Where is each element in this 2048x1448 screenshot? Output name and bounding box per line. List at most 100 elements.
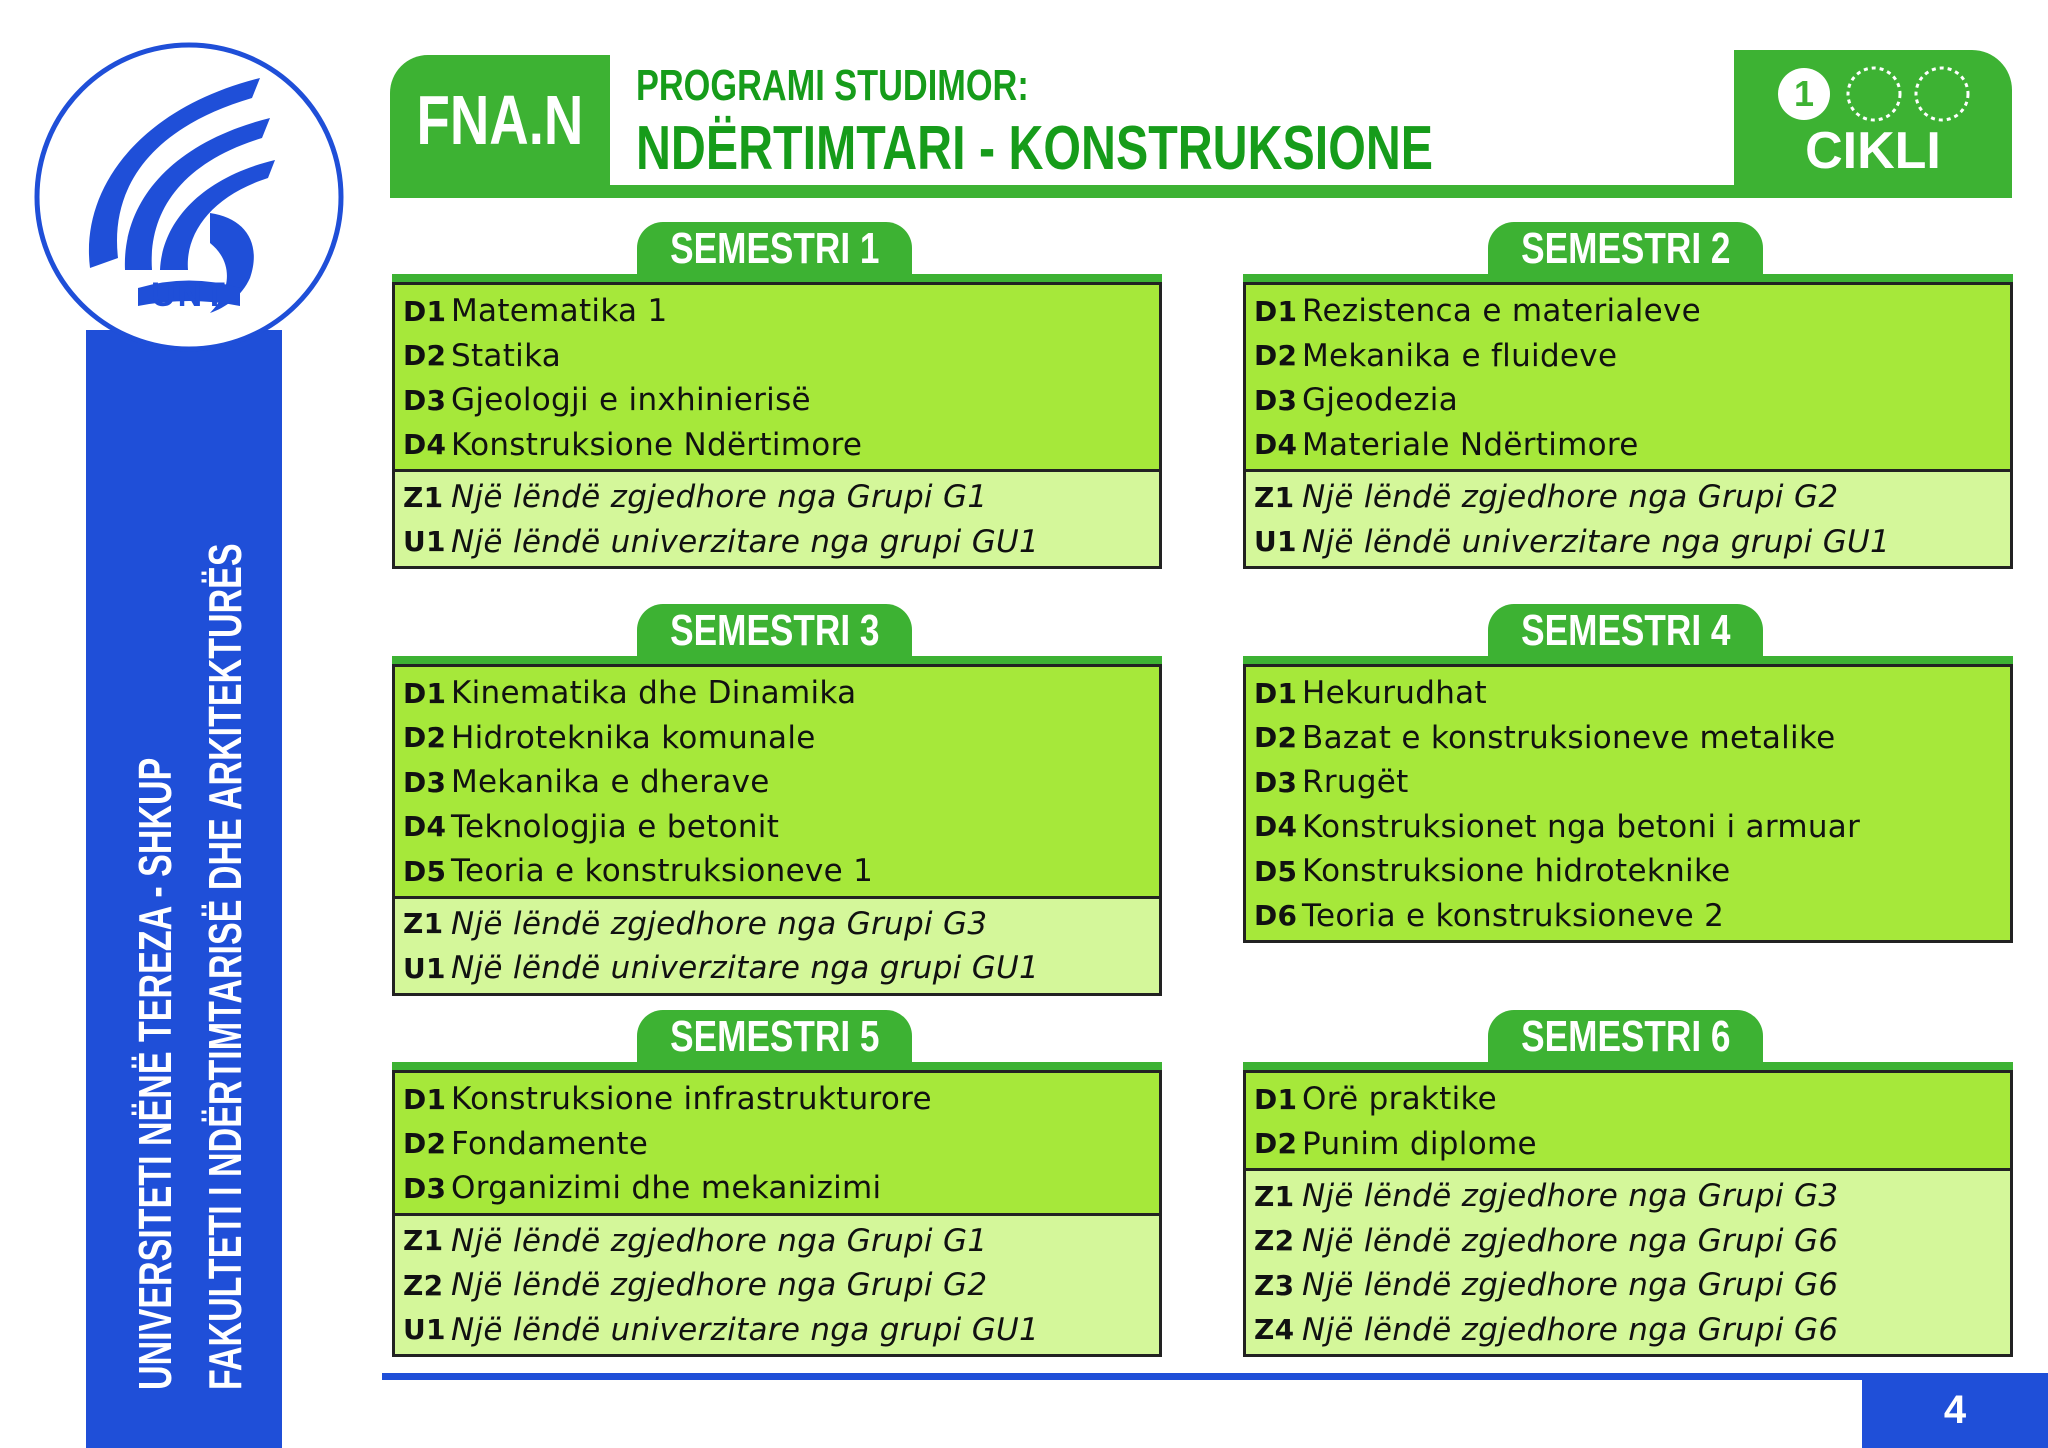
- course-name: Statika: [451, 337, 562, 374]
- course-name: Hidroteknika komunale: [451, 719, 816, 756]
- course-code: Z2: [1254, 1224, 1295, 1258]
- course-code: Z1: [403, 1224, 444, 1258]
- course-code: D1: [403, 676, 447, 710]
- course-code: D6: [1254, 899, 1298, 933]
- semester-bar: [392, 656, 1162, 664]
- course-code: D2: [1254, 721, 1298, 755]
- course-code: D2: [403, 721, 447, 755]
- page-number: 4: [1862, 1373, 2048, 1448]
- course-name: Fondamente: [451, 1125, 649, 1162]
- course-code: D2: [1254, 339, 1298, 373]
- program-name: NDËRTIMTARI - KONSTRUKSIONE: [636, 114, 1434, 183]
- program-code-badge: FNA.N: [390, 55, 610, 185]
- course-code: Z1: [403, 907, 444, 941]
- course-name: Një lëndë zgjedhore nga Grupi G1: [451, 1222, 988, 1259]
- course-name: Orë praktike: [1302, 1081, 1498, 1118]
- course-name: Konstruksione hidroteknike: [1302, 853, 1731, 890]
- course-code: D4: [1254, 810, 1298, 844]
- logo-text: UNT: [151, 276, 227, 314]
- course-code: U1: [403, 951, 446, 985]
- course-name: Konstruksione Ndërtimore: [451, 426, 863, 463]
- semester-title: SEMESTRI 5: [669, 1012, 880, 1061]
- semester-tab: SEMESTRI 1: [637, 222, 912, 276]
- course-name: Gjeologji e inxhinierisë: [451, 382, 811, 419]
- semester-tab: SEMESTRI 2: [1488, 222, 1763, 276]
- course-name: Materiale Ndërtimore: [1302, 426, 1639, 463]
- semester-bar: [392, 1062, 1162, 1070]
- course-name: Një lëndë zgjedhore nga Grupi G2: [451, 1267, 988, 1304]
- program-label: PROGRAMI STUDIMOR:: [636, 61, 1029, 110]
- semester-tab: SEMESTRI 4: [1488, 604, 1763, 658]
- semester-title: SEMESTRI 1: [669, 224, 880, 273]
- course-code: D3: [403, 765, 447, 799]
- course-code: D1: [1254, 676, 1298, 710]
- course-name: Bazat e konstruksioneve metalike: [1302, 719, 1836, 756]
- cycle-number: 1: [1794, 73, 1814, 114]
- course-name: Mekanika e fluideve: [1302, 337, 1618, 374]
- header-underline: [390, 185, 2012, 198]
- course-code: Z1: [403, 480, 444, 514]
- course-code: D4: [403, 428, 447, 462]
- course-code: Z1: [1254, 480, 1295, 514]
- course-name: Gjeodezia: [1302, 382, 1459, 419]
- course-name: Kinematika dhe Dinamika: [451, 675, 857, 712]
- course-code: D4: [1254, 428, 1298, 462]
- semester-bar: [1243, 656, 2013, 664]
- course-code: U1: [403, 525, 446, 559]
- course-name: Konstruksione infrastrukturore: [451, 1081, 932, 1118]
- course-code: Z2: [403, 1268, 444, 1302]
- footer-line: [382, 1373, 2048, 1380]
- course-code: U1: [1254, 525, 1297, 559]
- course-name: Një lëndë zgjedhore nga Grupi G6: [1302, 1222, 1839, 1259]
- course-name: Një lëndë zgjedhore nga Grupi G6: [1302, 1311, 1839, 1348]
- course-code: D3: [1254, 765, 1298, 799]
- cycle-indicator-icon: 1: [1778, 66, 1970, 122]
- course-code: D2: [1254, 1127, 1298, 1161]
- semester-tab: SEMESTRI 5: [637, 1010, 912, 1064]
- course-name: Konstruksionet nga betoni i armuar: [1302, 808, 1861, 845]
- sidebar-band: [86, 330, 282, 1448]
- course-name: Një lëndë zgjedhore nga Grupi G2: [1302, 479, 1839, 516]
- course-code: Z1: [1254, 1179, 1295, 1213]
- course-code: U1: [403, 1313, 446, 1347]
- course-name: Rezistenca e materialeve: [1302, 293, 1702, 330]
- course-name: Një lëndë zgjedhore nga Grupi G1: [451, 479, 988, 516]
- course-name: Rrugët: [1302, 764, 1409, 801]
- cycle-badge: 1 CIKLI: [1734, 50, 2012, 190]
